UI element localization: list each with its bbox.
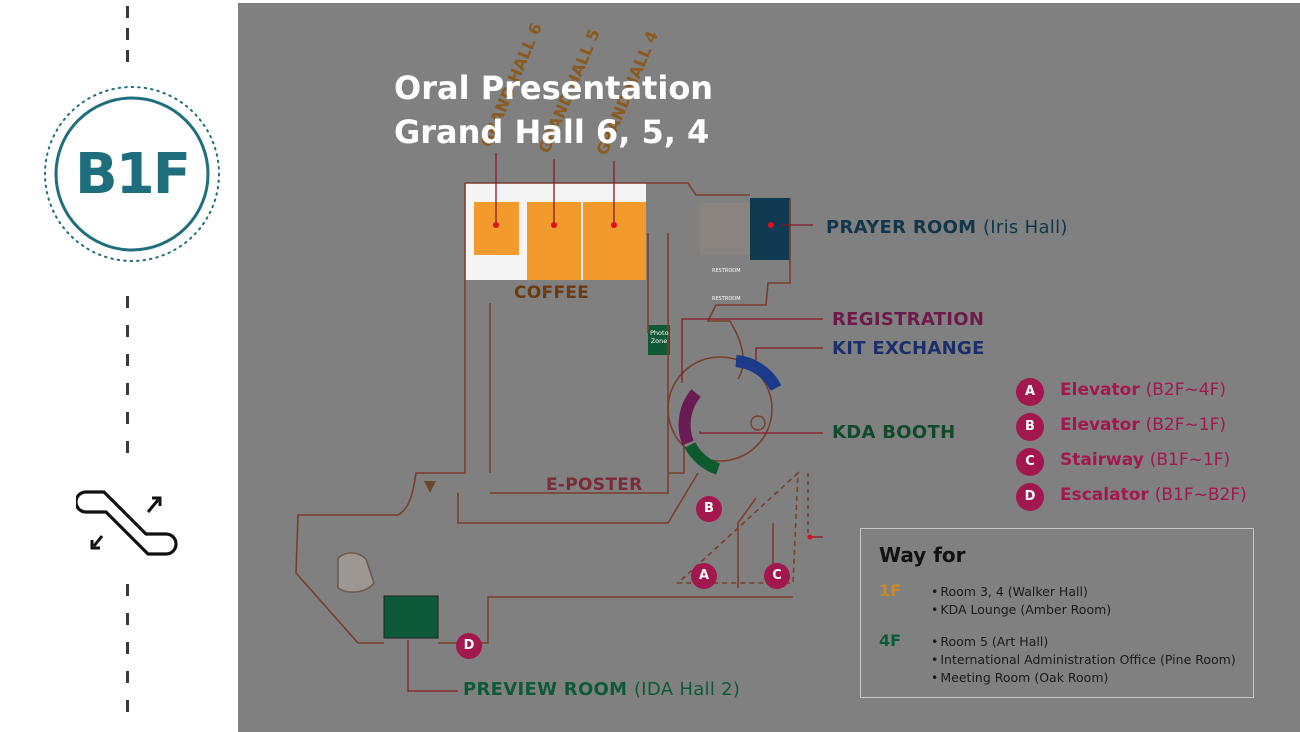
way-for-title: Way for bbox=[879, 543, 966, 567]
floor-badge-text: B1F bbox=[75, 142, 191, 207]
divider-dash bbox=[126, 671, 129, 683]
divider-dash bbox=[126, 354, 129, 366]
divider-dash bbox=[126, 296, 129, 308]
way-list-1f: Room 3, 4 (Walker Hall) KDA Lounge (Ambe… bbox=[931, 583, 1111, 619]
prayer-room-block bbox=[750, 198, 790, 260]
elevator-a-marker: A bbox=[691, 563, 717, 589]
legend-letter: D bbox=[1016, 483, 1044, 511]
divider-dash bbox=[126, 50, 129, 62]
coffee-label: COFFEE bbox=[514, 283, 590, 303]
registration-label: REGISTRATION bbox=[832, 309, 985, 330]
list-item: Meeting Room (Oak Room) bbox=[931, 669, 1236, 687]
way-list-4f: Room 5 (Art Hall) International Administ… bbox=[931, 633, 1236, 687]
escalator-d-marker: D bbox=[456, 633, 482, 659]
kit-exchange-label: KIT EXCHANGE bbox=[832, 338, 985, 359]
divider-dash bbox=[126, 642, 129, 654]
divider-dash bbox=[126, 441, 129, 453]
divider-dash bbox=[126, 412, 129, 424]
divider-dash bbox=[126, 6, 129, 18]
elevator-b-marker: B bbox=[696, 496, 722, 522]
floor-map: GRAND HALL 6 GRAND HALL 5 GRAND HALL 4 P… bbox=[238, 3, 1300, 732]
way-for-panel: Way for 1F Room 3, 4 (Walker Hall) KDA L… bbox=[860, 528, 1254, 698]
list-item: International Administration Office (Pin… bbox=[931, 651, 1235, 669]
way-floor-1f: 1F bbox=[879, 581, 902, 600]
restroom-label: RESTROOM bbox=[712, 296, 741, 302]
legend-letter: B bbox=[1016, 413, 1044, 441]
prayer-room-label: PRAYER ROOM (Iris Hall) bbox=[826, 217, 1068, 238]
kda-booth-label: KDA BOOTH bbox=[832, 422, 956, 443]
divider-dash bbox=[126, 584, 129, 596]
list-item: KDA Lounge (Amber Room) bbox=[931, 601, 1111, 619]
legend-letter: C bbox=[1016, 448, 1044, 476]
restroom-label: RESTROOM bbox=[712, 268, 741, 274]
escalator-icon bbox=[74, 484, 182, 572]
way-floor-4f: 4F bbox=[879, 631, 902, 650]
e-poster-label: E-POSTER bbox=[546, 475, 643, 495]
left-rail: B1F bbox=[0, 0, 238, 732]
preview-room-label: PREVIEW ROOM (IDA Hall 2) bbox=[463, 679, 741, 700]
photo-zone-block bbox=[648, 325, 670, 355]
divider-dash bbox=[126, 325, 129, 337]
divider-dash bbox=[126, 383, 129, 395]
divider-dash bbox=[126, 28, 129, 40]
legend-letter: A bbox=[1016, 378, 1044, 406]
floor-plan-outline bbox=[295, 153, 823, 692]
preview-room-block bbox=[383, 595, 439, 639]
list-item: Room 5 (Art Hall) bbox=[931, 633, 1236, 651]
divider-dash bbox=[126, 700, 129, 712]
divider-dash bbox=[126, 613, 129, 625]
oral-presentation-heading: Oral Presentation Grand Hall 6, 5, 4 bbox=[394, 69, 714, 151]
stairway-c-marker: C bbox=[764, 563, 790, 589]
list-item: Room 3, 4 (Walker Hall) bbox=[931, 583, 1111, 601]
floor-badge: B1F bbox=[42, 84, 222, 264]
